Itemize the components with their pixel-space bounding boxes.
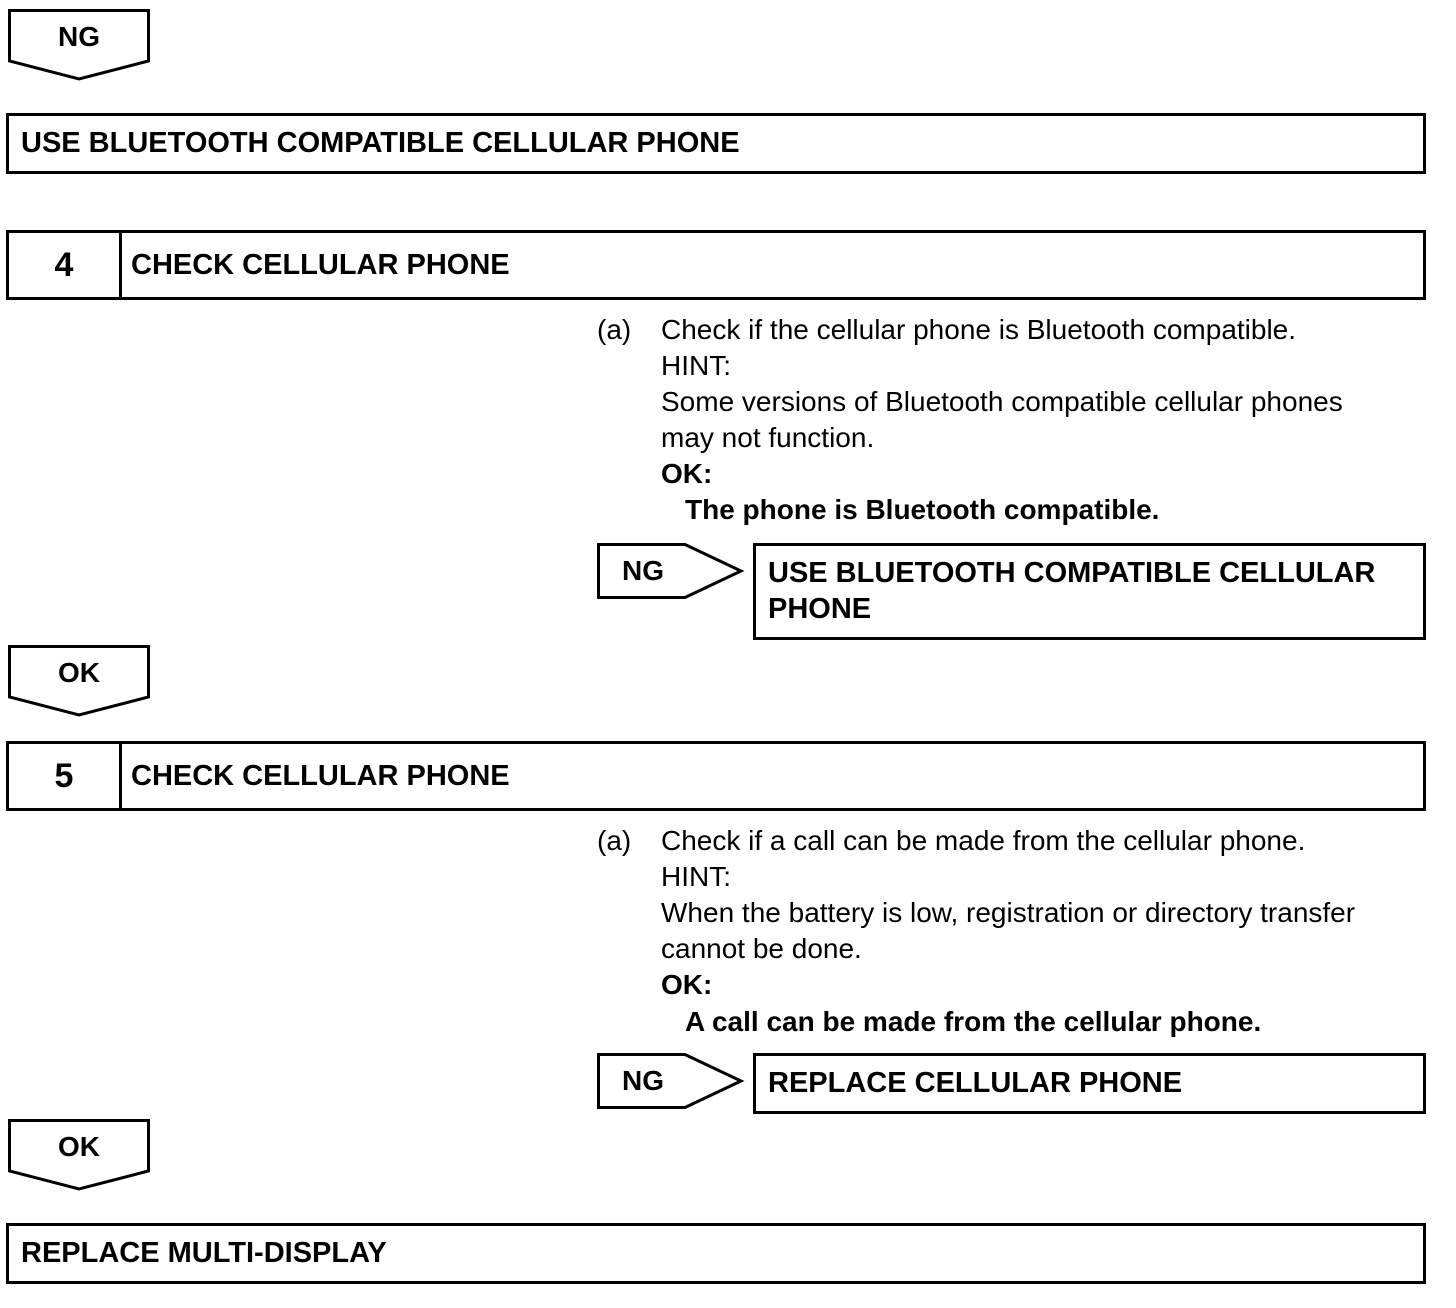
- ok-arrow-label: OK: [58, 657, 100, 688]
- right-arrow-icon: [597, 1053, 745, 1109]
- step-4-header: 4 CHECK CELLULAR PHONE: [6, 230, 1426, 300]
- step-title: CHECK CELLULAR PHONE: [131, 248, 510, 281]
- ng-result-box-use-bluetooth-phone: USE BLUETOOTH COMPATIBLE CELLULAR PHONE: [753, 543, 1426, 640]
- step-title: CHECK CELLULAR PHONE: [131, 759, 510, 792]
- ng-result-text: REPLACE CELLULAR PHONE: [768, 1067, 1183, 1099]
- ng-result-line-1: USE BLUETOOTH COMPATIBLE CELLULAR: [768, 557, 1376, 589]
- hint-label: HINT:: [661, 861, 731, 892]
- step-number: 5: [9, 744, 122, 808]
- ng-right-arrow: NG: [597, 1053, 745, 1109]
- ng-right-arrow: NG: [597, 543, 745, 599]
- ng-arrow-label: NG: [622, 555, 664, 586]
- ok-arrow-label: OK: [58, 1131, 100, 1162]
- ok-label: OK:: [661, 458, 713, 489]
- result-box-use-bluetooth-phone: USE BLUETOOTH COMPATIBLE CELLULAR PHONE: [6, 113, 1426, 174]
- ok-label: OK:: [661, 969, 713, 1000]
- ng-down-arrow-top: NG: [8, 9, 150, 81]
- result-text: USE BLUETOOTH COMPATIBLE CELLULAR PHONE: [21, 127, 740, 159]
- item-marker: (a): [597, 314, 632, 345]
- down-arrow-icon: [8, 645, 150, 717]
- result-box-replace-multi-display: REPLACE MULTI-DISPLAY: [6, 1223, 1426, 1284]
- instruction-text: Check if the cellular phone is Bluetooth…: [661, 314, 1297, 345]
- ng-result-line-2: PHONE: [768, 593, 872, 625]
- hint-text-line-1: When the battery is low, registration or…: [661, 897, 1356, 928]
- ng-arrow-label: NG: [622, 1065, 664, 1096]
- item-marker: (a): [597, 825, 632, 856]
- ok-criteria-text: A call can be made from the cellular pho…: [685, 1006, 1262, 1037]
- instruction-text: Check if a call can be made from the cel…: [661, 825, 1306, 856]
- step-number: 4: [9, 233, 122, 297]
- right-arrow-icon: [597, 543, 745, 599]
- final-result-text: REPLACE MULTI-DISPLAY: [21, 1237, 387, 1269]
- hint-text-line-1: Some versions of Bluetooth compatible ce…: [661, 386, 1343, 417]
- ng-arrow-label: NG: [58, 21, 100, 52]
- down-arrow-icon: [8, 1119, 150, 1191]
- hint-text-line-2: may not function.: [661, 422, 875, 453]
- ng-result-box-replace-cellular-phone: REPLACE CELLULAR PHONE: [753, 1053, 1426, 1114]
- step-5-header: 5 CHECK CELLULAR PHONE: [6, 741, 1426, 811]
- hint-label: HINT:: [661, 350, 731, 381]
- ok-down-arrow-step-5: OK: [8, 1119, 150, 1191]
- hint-text-line-2: cannot be done.: [661, 933, 862, 964]
- ok-criteria-text: The phone is Bluetooth compatible.: [685, 494, 1160, 525]
- ok-down-arrow-step-4: OK: [8, 645, 150, 717]
- down-arrow-icon: [8, 9, 150, 81]
